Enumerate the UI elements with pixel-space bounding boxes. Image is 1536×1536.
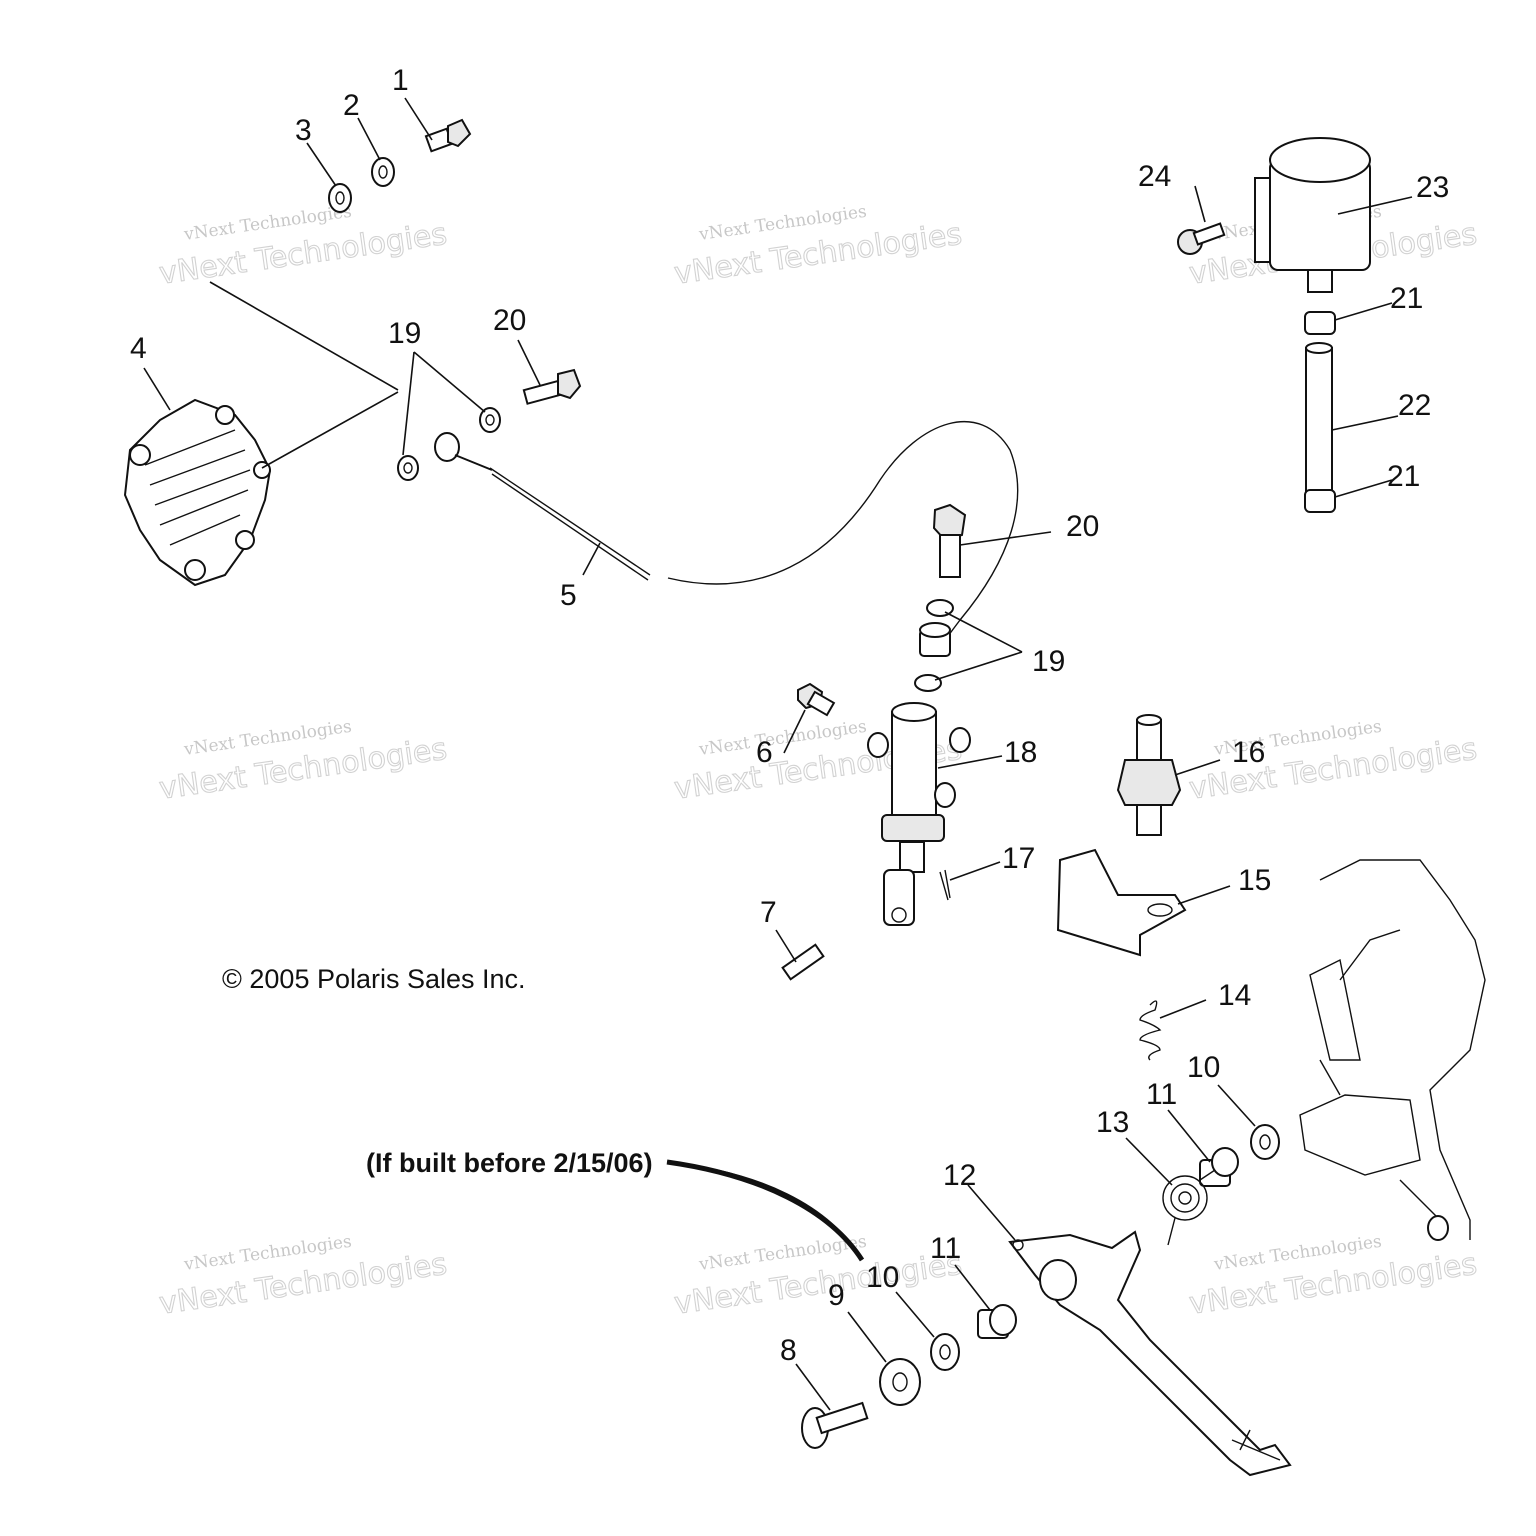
callout-6: 6 — [756, 736, 773, 769]
callout-11: 11 — [1146, 1078, 1177, 1111]
build-date-note: (If built before 2/15/06) — [366, 1148, 653, 1178]
callout-2: 2 — [343, 89, 360, 122]
part-10-washer[interactable] — [1250, 1124, 1280, 1160]
callout-19: 19 — [388, 317, 421, 350]
callout-10: 10 — [1187, 1051, 1220, 1084]
part-20-bolt[interactable] — [932, 503, 967, 578]
copyright-text: © 2005 Polaris Sales Inc. — [222, 964, 526, 994]
callout-12: 12 — [943, 1159, 976, 1192]
callout-1: 1 — [392, 64, 409, 97]
callout-21: 21 — [1387, 460, 1420, 493]
part-20-bolt[interactable] — [522, 368, 582, 405]
callout-numbers: 1 2 3 4 5 6 7 8 9 10 10 11 11 12 13 14 1… — [130, 64, 1449, 1367]
leader-lines — [143, 97, 1413, 1411]
callout-17: 17 — [1002, 842, 1035, 875]
part-4-caliper[interactable] — [123, 398, 272, 587]
part-17-cotter-pin[interactable] — [939, 869, 951, 901]
callout-9: 9 — [828, 1279, 845, 1312]
part-21-clamp[interactable] — [1304, 311, 1336, 335]
part-14-spring[interactable] — [1139, 1000, 1162, 1061]
part-24-screw[interactable] — [1177, 222, 1226, 255]
callout-16: 16 — [1232, 736, 1265, 769]
callout-24: 24 — [1138, 160, 1171, 193]
part-15-bracket[interactable] — [1056, 848, 1187, 957]
callout-4: 4 — [130, 332, 147, 365]
part-3-washer[interactable] — [328, 183, 352, 213]
callout-5: 5 — [560, 579, 577, 612]
part-1-bolt[interactable] — [424, 118, 472, 153]
part-11-bushing[interactable] — [977, 1304, 1017, 1339]
part-16-switch[interactable] — [1116, 714, 1182, 836]
part-12-brake-pedal[interactable] — [1008, 1230, 1292, 1477]
part-19-washer[interactable] — [397, 455, 419, 481]
part-23-reservoir[interactable] — [1254, 137, 1371, 293]
part-19-washer[interactable] — [914, 674, 942, 692]
callout-13: 13 — [1096, 1106, 1129, 1139]
part-11-bushing[interactable] — [1199, 1147, 1239, 1187]
part-10-washer[interactable] — [930, 1333, 960, 1371]
callout-23: 23 — [1416, 171, 1449, 204]
watermarks: vNext Technologies vNext Technologies vN… — [157, 202, 1480, 1323]
callout-11: 11 — [930, 1232, 961, 1265]
part-13-spring[interactable] — [1162, 1169, 1216, 1246]
callout-21: 21 — [1390, 282, 1423, 315]
callout-18: 18 — [1004, 736, 1037, 769]
callout-10: 10 — [866, 1261, 899, 1294]
callout-20: 20 — [493, 304, 526, 337]
part-7-pin[interactable] — [781, 943, 825, 981]
callout-8: 8 — [780, 1334, 797, 1367]
callout-22: 22 — [1398, 389, 1431, 422]
part-8-pivot-bolt[interactable] — [801, 1401, 869, 1449]
frame-section — [1299, 859, 1486, 1241]
part-19-banjo[interactable] — [919, 622, 951, 657]
part-18-master-cylinder[interactable] — [867, 702, 971, 926]
callout-19: 19 — [1032, 645, 1065, 678]
part-2-washer[interactable] — [371, 157, 395, 187]
callout-14: 14 — [1218, 979, 1251, 1012]
callout-3: 3 — [295, 114, 312, 147]
part-21-clamp[interactable] — [1304, 489, 1336, 513]
callout-7: 7 — [760, 896, 777, 929]
part-6-bolt[interactable] — [797, 682, 836, 717]
part-22-hose[interactable] — [1305, 342, 1333, 501]
part-9-washer[interactable] — [879, 1358, 921, 1406]
part-19-washer[interactable] — [479, 407, 501, 433]
callout-20: 20 — [1066, 510, 1099, 543]
callout-15: 15 — [1238, 864, 1271, 897]
part-5-brake-line[interactable] — [434, 421, 1019, 641]
